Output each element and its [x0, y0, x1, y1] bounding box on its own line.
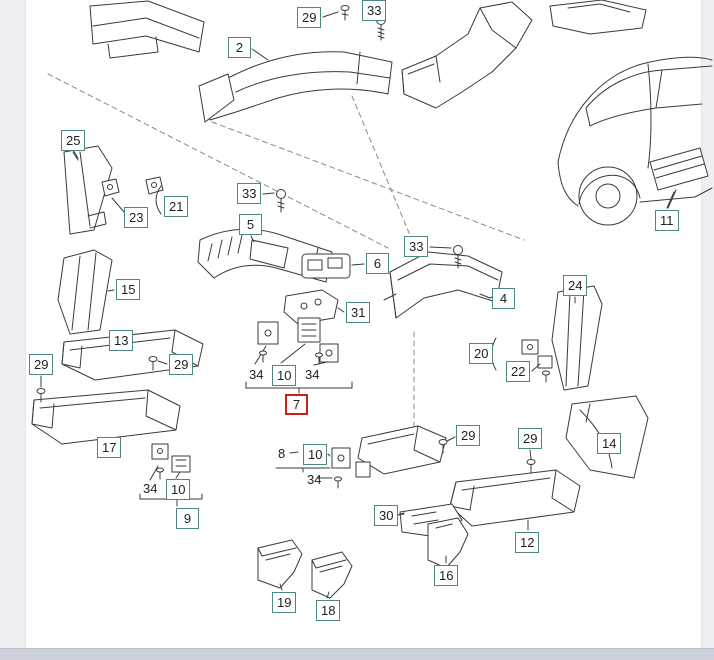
duct-18-drawing — [311, 551, 353, 599]
callout-7-highlighted[interactable]: 7 — [285, 394, 308, 415]
callout-29[interactable]: 29 — [29, 354, 54, 375]
callout-15[interactable]: 15 — [116, 279, 141, 300]
callout-29[interactable]: 29 — [297, 7, 322, 28]
callout-10[interactable]: 10 — [272, 365, 297, 386]
push-pin-icon — [36, 375, 46, 403]
duct-top-left-drawing — [89, 0, 205, 59]
callout-34[interactable]: 34 — [249, 367, 264, 382]
duct-5-drawing — [197, 228, 333, 283]
callout-8[interactable]: 8 — [278, 446, 286, 461]
car-sketch — [557, 56, 713, 226]
callout-24[interactable]: 24 — [563, 275, 588, 296]
callout-17[interactable]: 17 — [97, 437, 122, 458]
push-pin-icon — [322, 5, 350, 21]
callout-14[interactable]: 14 — [597, 433, 622, 454]
duct-2-drawing — [198, 51, 393, 123]
screw-icon — [262, 189, 286, 213]
callout-33[interactable]: 33 — [237, 183, 262, 204]
callout-6[interactable]: 6 — [366, 253, 389, 274]
callout-21[interactable]: 21 — [164, 196, 189, 217]
push-pin-icon — [334, 476, 342, 489]
push-pin-icon — [526, 449, 536, 474]
duct-16-drawing — [427, 517, 469, 569]
callout-9[interactable]: 9 — [176, 508, 199, 529]
connectors-8-drawing — [275, 425, 447, 479]
callout-16[interactable]: 16 — [434, 565, 459, 586]
callout-33[interactable]: 33 — [404, 236, 429, 257]
trim-15-drawing — [57, 249, 115, 335]
bezel-6-drawing — [301, 253, 365, 279]
callout-4[interactable]: 4 — [492, 288, 515, 309]
callout-34[interactable]: 34 — [307, 472, 322, 487]
trim-24-drawing — [551, 285, 603, 391]
horizontal-scrollbar[interactable] — [0, 648, 714, 660]
duct-top-right-drawing — [401, 1, 533, 109]
callout-18[interactable]: 18 — [316, 600, 341, 621]
duct-4-drawing — [383, 251, 503, 319]
clips-21-23-drawing — [101, 176, 164, 215]
left-margin — [0, 0, 26, 648]
callout-11[interactable]: 11 — [655, 210, 679, 231]
callout-19[interactable]: 19 — [272, 592, 297, 613]
callout-29[interactable]: 29 — [518, 428, 543, 449]
duct-17-drawing — [31, 389, 181, 445]
callout-20[interactable]: 20 — [469, 343, 494, 364]
push-pin-icon — [156, 467, 164, 480]
push-pin-icon — [315, 352, 323, 365]
callout-34[interactable]: 34 — [305, 367, 320, 382]
clips-9-drawing — [139, 443, 203, 507]
callout-23[interactable]: 23 — [124, 207, 149, 228]
push-pin-icon — [542, 370, 550, 383]
callout-5[interactable]: 5 — [239, 214, 262, 235]
trim-25-drawing — [63, 145, 113, 235]
callout-29[interactable]: 29 — [169, 354, 194, 375]
callout-10[interactable]: 10 — [166, 479, 191, 500]
callout-13[interactable]: 13 — [109, 330, 134, 351]
callout-10[interactable]: 10 — [303, 444, 328, 465]
push-pin-icon — [438, 436, 456, 454]
callout-31[interactable]: 31 — [346, 302, 371, 323]
callout-22[interactable]: 22 — [506, 361, 531, 382]
callout-34[interactable]: 34 — [143, 481, 158, 496]
callout-29[interactable]: 29 — [456, 425, 481, 446]
duct-19-drawing — [257, 539, 303, 591]
bracket-31-drawing — [283, 289, 345, 325]
callout-33[interactable]: 33 — [362, 0, 387, 21]
push-pin-icon — [148, 356, 168, 371]
callout-30[interactable]: 30 — [374, 505, 399, 526]
connectors-7-drawing — [245, 317, 353, 394]
push-pin-icon — [259, 350, 267, 363]
callout-12[interactable]: 12 — [515, 532, 540, 553]
vent-11-drawing — [649, 147, 709, 209]
trim-top-far-right-drawing — [549, 0, 647, 35]
callout-2[interactable]: 2 — [228, 37, 251, 58]
callout-25[interactable]: 25 — [61, 130, 86, 151]
duct-13-drawing — [61, 329, 204, 381]
screw-icon — [429, 245, 463, 269]
